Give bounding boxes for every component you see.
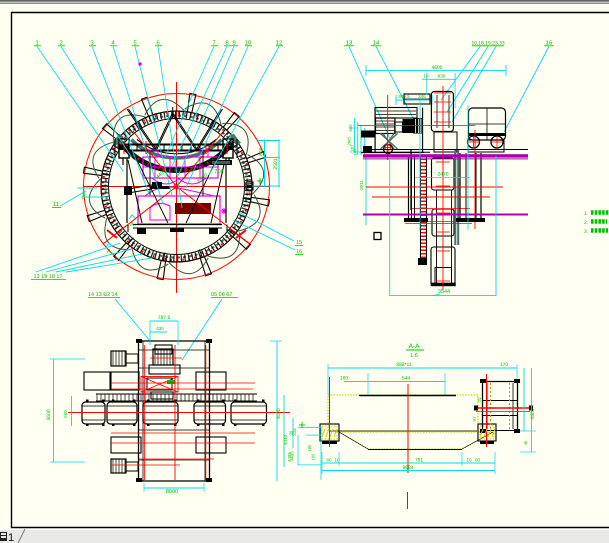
svg-text:6400: 6400 [196, 172, 209, 184]
svg-text:4400: 4400 [155, 168, 168, 180]
svg-text:16: 16 [296, 249, 302, 255]
svg-text:45: 45 [523, 440, 528, 445]
svg-text:550: 550 [63, 410, 68, 418]
svg-text:97: 97 [472, 416, 477, 422]
svg-text:165: 165 [311, 453, 316, 460]
svg-text:608: 608 [259, 148, 265, 157]
svg-text:750: 750 [82, 192, 88, 200]
svg-text:898*11: 898*11 [396, 362, 412, 368]
svg-text:14 13 B2 14: 14 13 B2 14 [88, 292, 118, 298]
svg-text:9: 9 [232, 40, 236, 47]
svg-text:14: 14 [373, 40, 380, 47]
svg-text:1:6: 1:6 [410, 353, 418, 359]
svg-text:A: A [107, 248, 111, 255]
svg-text:5: 5 [133, 40, 137, 47]
svg-text:1: 1 [35, 40, 39, 47]
svg-text:708: 708 [214, 169, 223, 175]
svg-text:3: 3 [90, 40, 94, 47]
svg-text:1: 1 [8, 532, 14, 543]
svg-text:05 06 07: 05 06 07 [211, 292, 232, 298]
svg-text:781: 781 [415, 458, 424, 464]
svg-text:787.5: 787.5 [158, 315, 171, 321]
svg-text:346: 346 [418, 94, 426, 99]
svg-text:12: 12 [276, 40, 283, 47]
svg-text:160: 160 [340, 376, 349, 382]
svg-text:6: 6 [156, 40, 160, 47]
svg-text:170: 170 [500, 362, 509, 368]
svg-text:2: 2 [59, 40, 63, 47]
svg-text:4500: 4500 [530, 408, 536, 419]
svg-text:100: 100 [353, 148, 358, 155]
svg-text:10,18,19,23,33: 10,18,19,23,33 [471, 41, 505, 47]
svg-text:4600: 4600 [276, 408, 282, 419]
svg-text:4495: 4495 [290, 451, 295, 461]
svg-text:544: 544 [402, 376, 411, 382]
svg-text:315: 315 [292, 428, 297, 436]
svg-text:16: 16 [546, 40, 553, 47]
svg-text:4340: 4340 [283, 434, 288, 445]
svg-text:8: 8 [225, 40, 229, 47]
svg-text:13: 13 [346, 40, 353, 47]
svg-text:13 19 18 17: 13 19 18 17 [33, 274, 62, 280]
svg-text:11: 11 [53, 201, 60, 208]
svg-text:10: 10 [423, 74, 429, 79]
svg-text:A: A [130, 221, 134, 228]
svg-text:10: 10 [334, 458, 340, 463]
svg-text:10: 10 [245, 40, 252, 47]
svg-text:21: 21 [477, 397, 482, 402]
svg-text:7: 7 [212, 40, 216, 47]
svg-text:830: 830 [438, 74, 446, 79]
svg-text:15: 15 [296, 240, 302, 246]
svg-text:35: 35 [289, 430, 294, 435]
svg-text:80: 80 [326, 458, 332, 463]
svg-text:2865: 2865 [347, 136, 352, 146]
svg-text:185: 185 [307, 444, 312, 451]
svg-text:1.: 1. [584, 211, 588, 217]
svg-text:3.: 3. [584, 229, 588, 235]
svg-text:2011: 2011 [359, 180, 364, 190]
svg-text:4: 4 [111, 40, 115, 47]
svg-text:3544: 3544 [438, 289, 450, 295]
svg-text:4495: 4495 [287, 451, 292, 462]
svg-text:2.: 2. [584, 220, 588, 226]
svg-text:4600: 4600 [431, 65, 442, 71]
svg-text:A-A: A-A [409, 343, 421, 350]
svg-text:80: 80 [475, 458, 481, 463]
svg-text:10: 10 [466, 458, 472, 463]
svg-text:3600: 3600 [46, 409, 52, 420]
svg-text:430: 430 [156, 326, 164, 331]
svg-text:8000: 8000 [166, 489, 178, 495]
svg-text:287: 287 [350, 144, 355, 151]
svg-text:9684: 9684 [402, 465, 413, 471]
svg-text:2591: 2591 [273, 158, 279, 169]
svg-text:2470: 2470 [437, 172, 448, 178]
